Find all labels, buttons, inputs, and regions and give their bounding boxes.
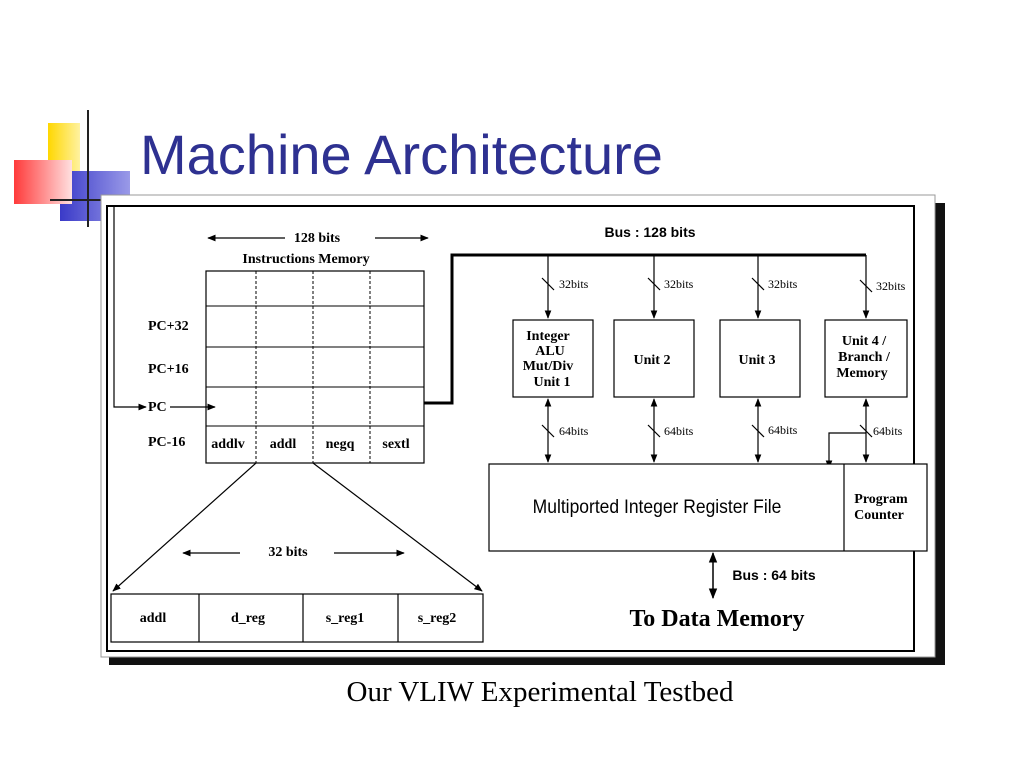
unit4-line2: Branch / bbox=[838, 350, 891, 365]
format-field-dreg: d_reg bbox=[231, 611, 265, 626]
unit4-line1: Unit 4 / bbox=[842, 334, 887, 349]
instr-memory-label: Instructions Memory bbox=[242, 252, 369, 267]
format-field-sreg1: s_reg1 bbox=[326, 611, 365, 626]
slide-caption: Our VLIW Experimental Testbed bbox=[346, 676, 734, 708]
expand-right-line bbox=[312, 462, 483, 592]
to-data-memory-label: To Data Memory bbox=[629, 606, 804, 632]
unit1-in-width: 32bits bbox=[559, 277, 589, 291]
unit3-in-width: 32bits bbox=[768, 277, 798, 291]
logo-red-bar bbox=[14, 160, 72, 204]
unit2-in-width: 32bits bbox=[664, 277, 694, 291]
format-field-opcode: addl bbox=[140, 611, 167, 626]
register-file-box bbox=[488, 463, 928, 552]
unit3-box bbox=[719, 319, 801, 398]
unit4-out-width: 64bits bbox=[873, 424, 903, 438]
program-counter-line1: Program bbox=[854, 492, 908, 507]
bus-128-line bbox=[424, 253, 866, 405]
format-field-sreg2: s_reg2 bbox=[418, 611, 457, 626]
instruction-memory bbox=[205, 270, 425, 464]
slide-title: Machine Architecture bbox=[140, 123, 663, 186]
unit4-line3: Memory bbox=[836, 366, 887, 381]
bus-64-label: Bus : 64 bits bbox=[732, 567, 815, 583]
program-counter-line2: Counter bbox=[854, 508, 904, 523]
unit2-box bbox=[613, 319, 695, 398]
bus-128-label: Bus : 128 bits bbox=[604, 224, 695, 240]
instr-op-negq: negq bbox=[326, 437, 355, 452]
unit1-line3: Mut/Div bbox=[523, 359, 574, 374]
unit1-line1: Integer bbox=[526, 329, 570, 344]
unit2-label: Unit 2 bbox=[634, 353, 671, 368]
unit1-box bbox=[512, 319, 594, 398]
pc-minus-16-label: PC-16 bbox=[148, 435, 185, 450]
instr-op-addl: addl bbox=[270, 437, 297, 452]
pc-plus-16-label: PC+16 bbox=[148, 362, 189, 377]
unit1-line2: ALU bbox=[535, 344, 565, 359]
instr-width-label: 128 bits bbox=[294, 231, 341, 246]
pc-label: PC bbox=[148, 400, 167, 415]
unit-register-links bbox=[541, 398, 873, 463]
unit4-box bbox=[824, 319, 908, 398]
unit1-line4: Unit 1 bbox=[534, 375, 571, 390]
expand-left-line bbox=[112, 462, 257, 592]
unit2-out-width: 64bits bbox=[664, 424, 694, 438]
instruction-format bbox=[110, 593, 484, 643]
bus-drops bbox=[541, 255, 873, 319]
branch-to-register-line bbox=[825, 432, 866, 469]
instr-op-sextl: sextl bbox=[382, 437, 409, 452]
unit3-label: Unit 3 bbox=[739, 353, 776, 368]
diagram-inner-border bbox=[106, 205, 915, 652]
unit1-out-width: 64bits bbox=[559, 424, 589, 438]
unit4-in-width: 32bits bbox=[876, 279, 906, 293]
unit3-out-width: 64bits bbox=[768, 423, 798, 437]
register-file-label: Multiported Integer Register File bbox=[533, 495, 782, 517]
pc-feedback-line bbox=[113, 206, 147, 411]
word-width-label: 32 bits bbox=[268, 545, 308, 560]
instr-op-addlv: addlv bbox=[211, 437, 244, 452]
pc-plus-32-label: PC+32 bbox=[148, 319, 189, 334]
